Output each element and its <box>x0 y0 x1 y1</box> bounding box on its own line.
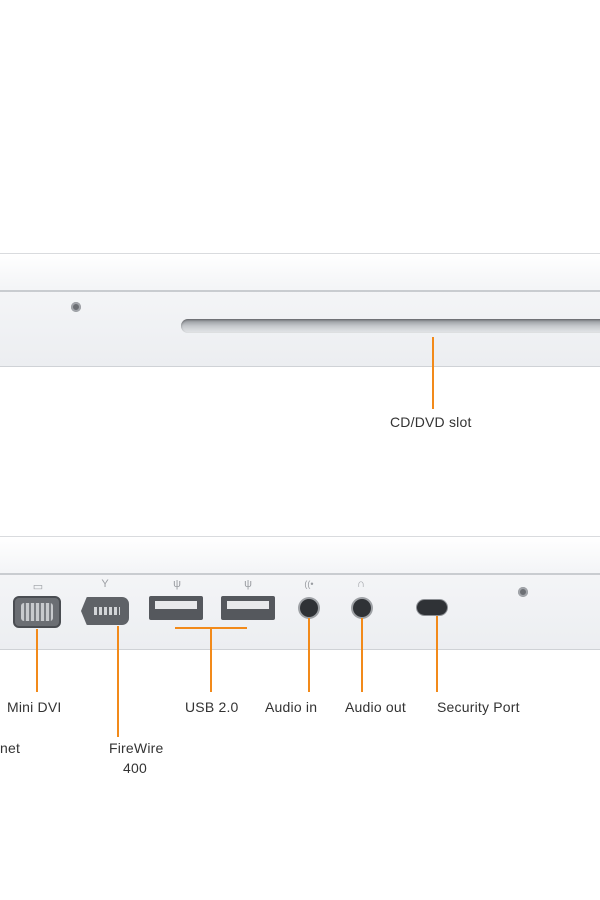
audio-in-jack <box>300 599 318 617</box>
laptop-right-side <box>0 253 600 367</box>
usb-port-2 <box>221 596 275 620</box>
laptop-left-side <box>0 536 600 650</box>
lid-seam-bottom <box>0 573 600 575</box>
cd-dvd-slot <box>181 319 600 333</box>
firewire-icon: Y <box>101 578 109 590</box>
screw-icon-2 <box>518 587 528 597</box>
audio-out-leader <box>361 618 363 692</box>
firewire-label-line1: FireWire <box>109 740 164 756</box>
mini-dvi-label: Mini DVI <box>7 699 62 715</box>
audio-in-label: Audio in <box>265 699 318 715</box>
usb-label: USB 2.0 <box>185 699 239 715</box>
audio-out-jack <box>353 599 371 617</box>
cd-dvd-label: CD/DVD slot <box>390 414 472 430</box>
mini-dvi-port <box>13 596 61 628</box>
security-port <box>417 600 447 615</box>
usb-leader <box>210 627 212 692</box>
firewire-leader <box>117 626 119 737</box>
headphones-icon: ∩ <box>357 578 365 590</box>
firewire-port <box>81 597 129 625</box>
screw-icon <box>71 302 81 312</box>
firewire-label-line2: 400 <box>123 760 147 776</box>
security-port-label: Security Port <box>437 699 520 715</box>
usb-port-1 <box>149 596 203 620</box>
display-icon: ▭ <box>32 581 44 593</box>
lid-seam <box>0 290 600 292</box>
usb-icon: ψ <box>173 578 181 590</box>
usb-icon-2: ψ <box>244 578 252 590</box>
security-leader <box>436 616 438 692</box>
audio-in-icon: ((• <box>304 579 314 589</box>
audio-in-leader <box>308 618 310 692</box>
ethernet-label: net <box>0 740 21 756</box>
audio-out-label: Audio out <box>345 699 406 715</box>
cd-dvd-leader <box>432 337 434 409</box>
mini-dvi-leader <box>36 629 38 692</box>
